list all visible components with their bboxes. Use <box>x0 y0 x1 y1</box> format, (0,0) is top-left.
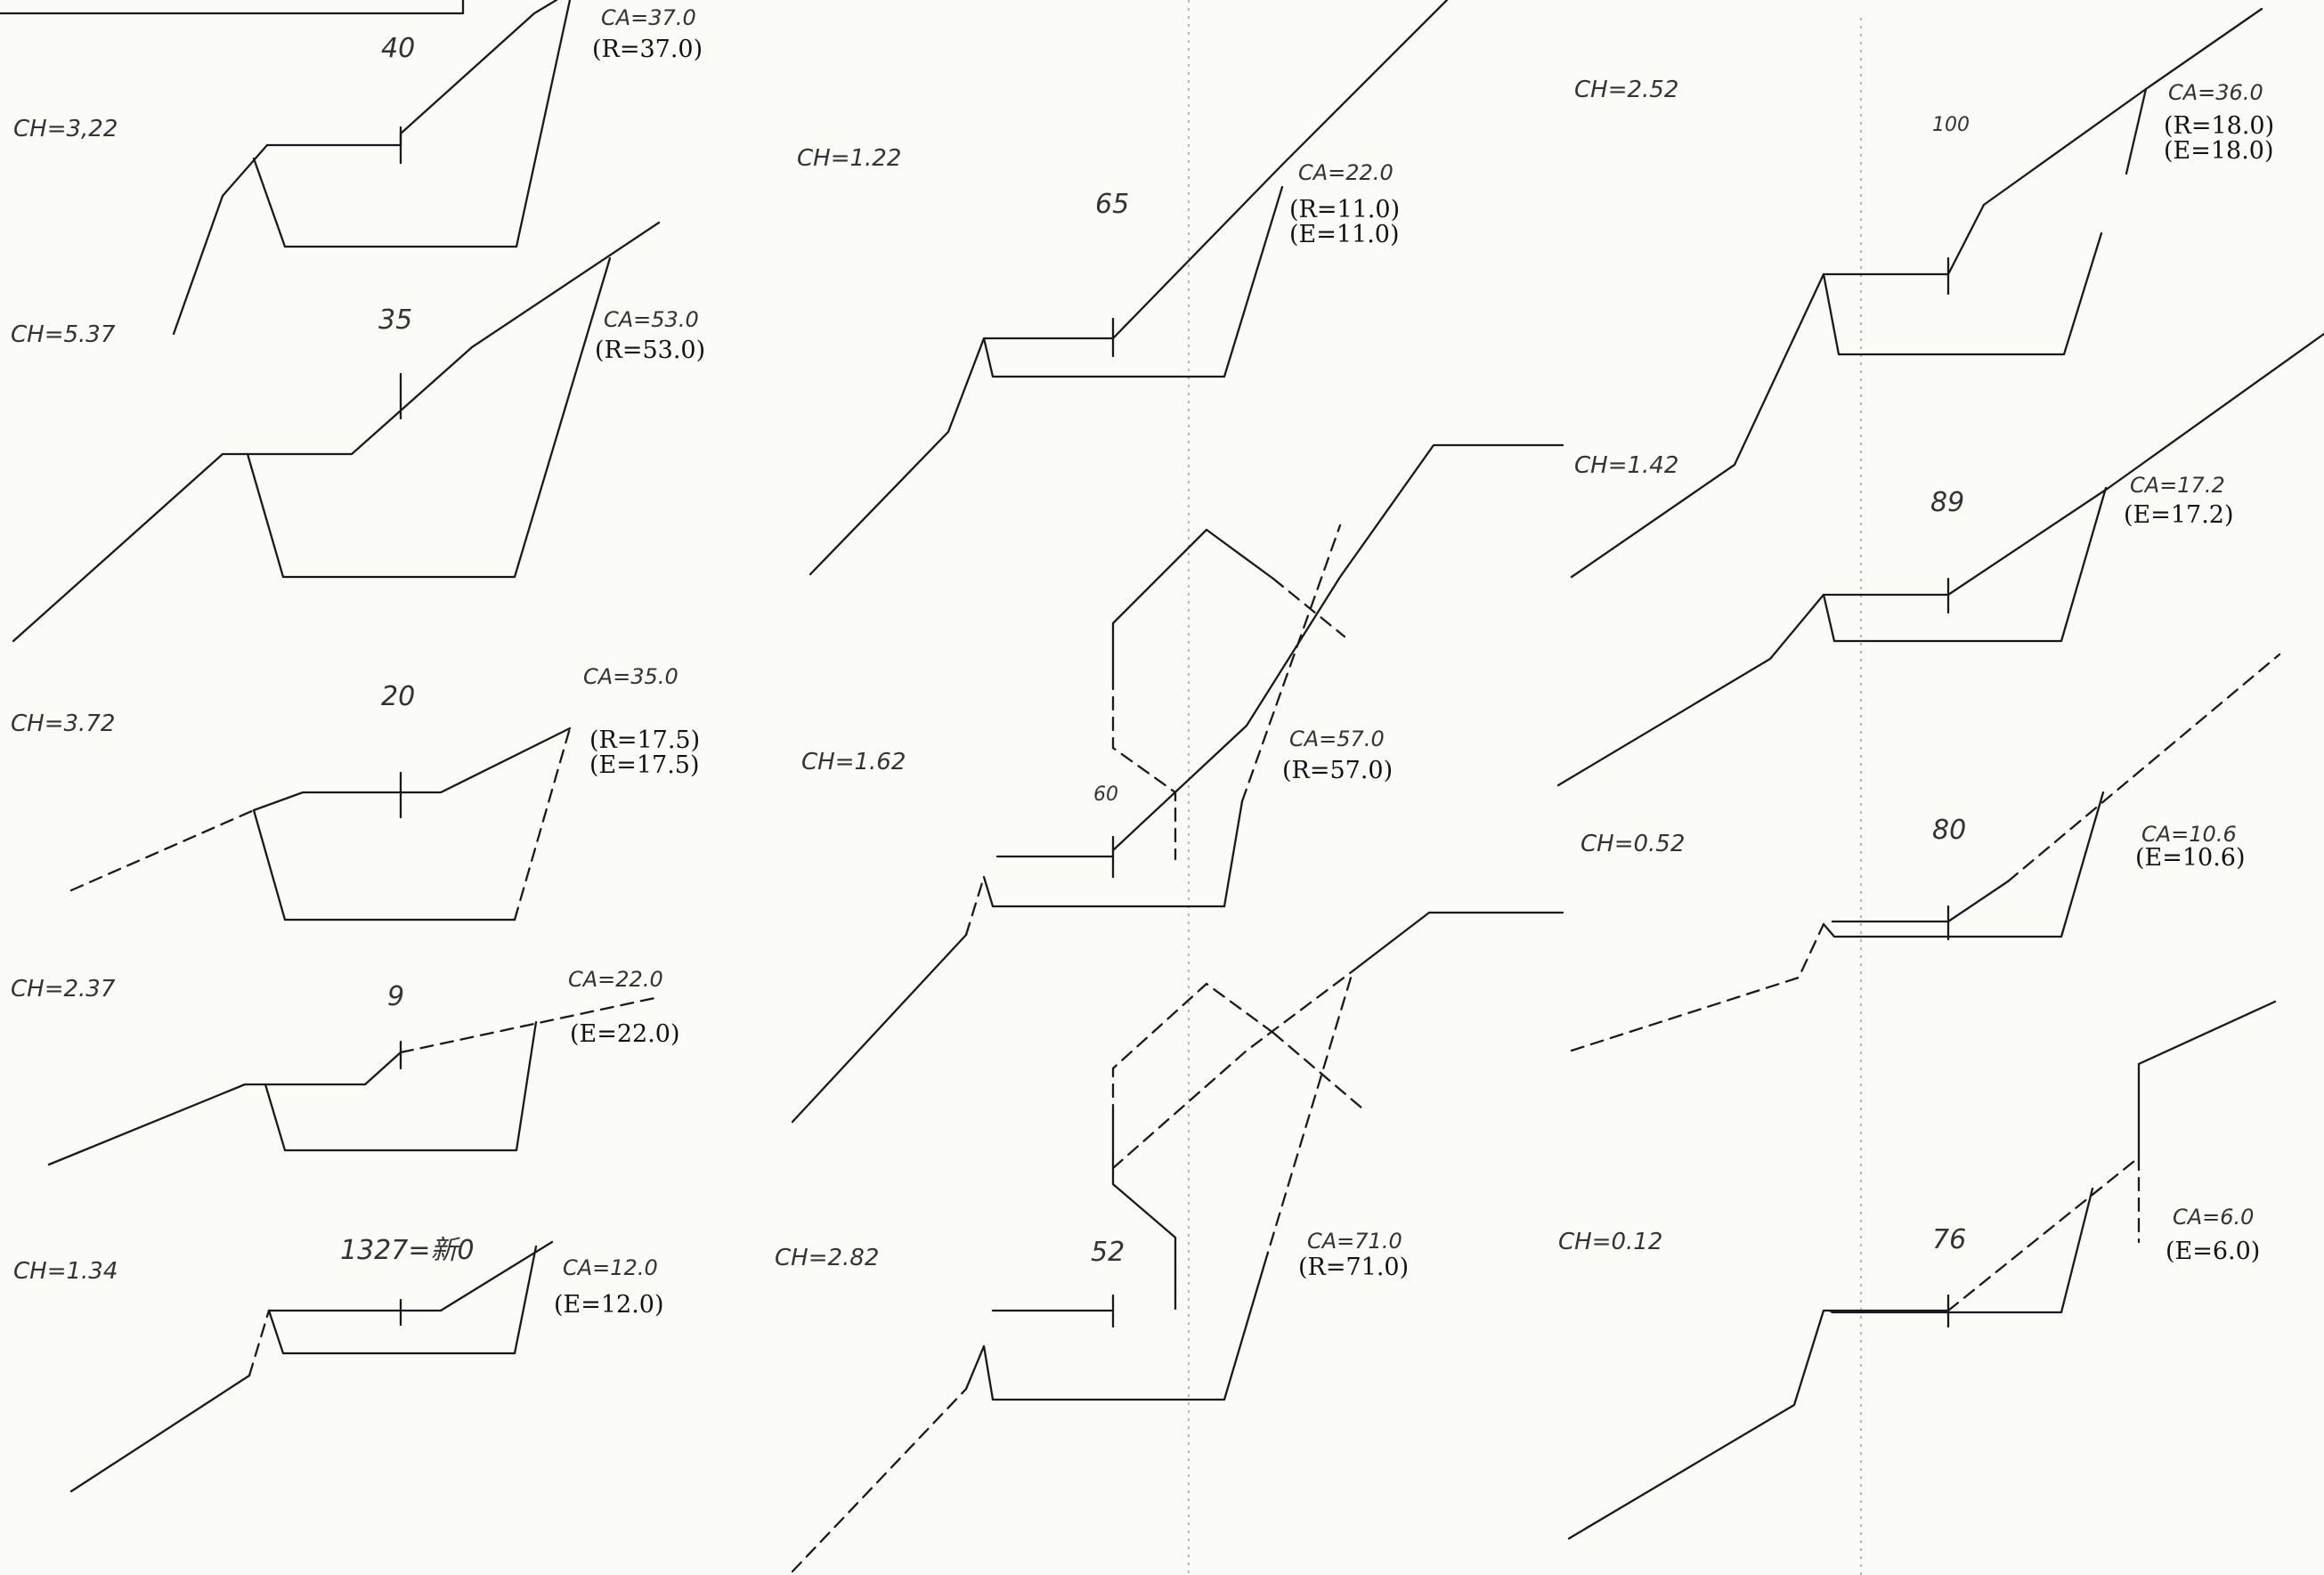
ca-label: CA=12.0 <box>563 1255 658 1280</box>
value-line: (E=10.6) <box>2135 844 2246 872</box>
ch-label: CH=2.52 <box>1574 77 1679 103</box>
ch-label: CH=0.12 <box>1558 1229 1663 1255</box>
section-1-profile <box>172 0 572 336</box>
section-number: 65 <box>1095 189 1130 220</box>
section-9-profile <box>1570 7 2263 579</box>
ca-label: CA=17.2 <box>2130 473 2225 498</box>
ca-label: CA=57.0 <box>1289 727 1385 751</box>
value-line: (R=17.5) <box>589 727 701 754</box>
ch-label: CH=1.42 <box>1574 452 1679 479</box>
value-line: (R=57.0) <box>1282 757 1394 784</box>
section-8-profile <box>791 911 1564 1573</box>
value-list: (R=11.0) (E=11.0) <box>1289 196 1401 249</box>
section-number: 1327=新0 <box>340 1235 475 1266</box>
ca-label: CA=36.0 <box>2168 80 2263 105</box>
section-4-profile <box>47 995 661 1166</box>
value-line: (R=18.0) <box>2164 112 2275 140</box>
value-list: (E=12.0) <box>554 1291 664 1319</box>
ca-label: CA=71.0 <box>1307 1229 1402 1254</box>
ch-label: CH=3,22 <box>13 116 118 142</box>
ca-label: CA=10.6 <box>2141 822 2237 847</box>
ch-label: CH=2.82 <box>775 1245 880 1271</box>
value-line: (R=71.0) <box>1298 1254 1410 1281</box>
value-line: (E=11.0) <box>1289 221 1400 249</box>
value-line: (E=22.0) <box>570 1020 680 1048</box>
ca-label: CA=22.0 <box>1298 160 1394 185</box>
value-list: (R=71.0) <box>1298 1254 1410 1281</box>
section-7-profile <box>791 443 1564 1124</box>
value-list: (E=22.0) <box>570 1020 680 1048</box>
section-12-profile <box>1567 1000 2277 1540</box>
value-line: (E=17.5) <box>589 751 700 780</box>
value-line: (E=18.0) <box>2164 137 2274 166</box>
value-list: (E=17.2) <box>2124 501 2234 529</box>
ca-label: CA=53.0 <box>604 307 699 332</box>
section-number: 20 <box>381 681 416 712</box>
value-line: (R=11.0) <box>1289 196 1401 223</box>
ca-label: CA=35.0 <box>583 664 679 689</box>
section-number: 35 <box>378 304 413 336</box>
value-line: (R=53.0) <box>595 337 706 364</box>
section-number: 9 <box>387 981 405 1012</box>
value-line: (E=12.0) <box>554 1291 664 1319</box>
section-number: 52 <box>1091 1237 1125 1268</box>
ch-label: CH=1.22 <box>797 145 902 172</box>
section-number: 89 <box>1930 487 1965 518</box>
section-11-profile <box>1570 653 2281 1052</box>
section-number: 60 <box>1093 783 1118 806</box>
ch-label: CH=0.52 <box>1580 831 1686 857</box>
section-number: 76 <box>1932 1224 1967 1255</box>
value-list: (R=53.0) <box>595 337 706 364</box>
section-5-profile <box>69 1240 554 1493</box>
value-list: (R=37.0) <box>592 37 703 62</box>
ch-label: CH=3.72 <box>11 710 116 737</box>
section-number: 40 <box>381 33 416 64</box>
value-list: (R=18.0) (E=18.0) <box>2164 112 2275 166</box>
ch-label: CH=1.62 <box>801 749 906 775</box>
value-line: (E=6.0) <box>2166 1238 2261 1265</box>
section-2-profile <box>12 221 661 643</box>
section-3-profile <box>69 727 572 921</box>
value-list: (R=57.0) <box>1282 757 1394 784</box>
section-number: 100 <box>1932 114 1970 136</box>
value-list: (R=17.5) (E=17.5) <box>589 727 701 780</box>
value-line: (E=17.2) <box>2124 501 2234 529</box>
ch-label: CH=5.37 <box>11 321 116 348</box>
section-number: 80 <box>1932 815 1967 846</box>
ca-label: CA=6.0 <box>2173 1205 2255 1230</box>
value-list: (E=6.0) <box>2166 1238 2261 1265</box>
value-list: (E=10.6) <box>2135 844 2246 872</box>
ca-label: CA=22.0 <box>568 967 663 992</box>
ca-label: CA=37.0 <box>601 5 696 30</box>
section-10-profile <box>1556 332 2324 787</box>
ch-label: CH=2.37 <box>11 976 116 1003</box>
ch-label: CH=1.34 <box>13 1258 118 1285</box>
section-6-profile <box>809 0 1449 576</box>
value-line: (R=37.0) <box>592 36 703 63</box>
